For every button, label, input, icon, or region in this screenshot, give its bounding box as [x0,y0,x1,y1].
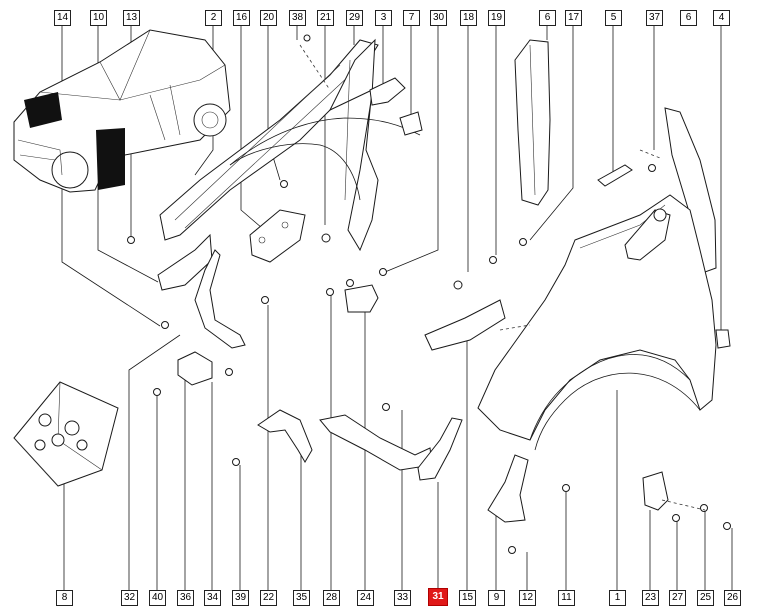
clip-4 [715,329,731,349]
callout-top[interactable]: 18 [460,10,477,26]
callout-bottom[interactable]: 33 [394,590,411,606]
callout-top[interactable]: 29 [346,10,363,26]
trim-5 [597,164,633,187]
callout-bottom[interactable]: 1 [609,590,626,606]
bracket-7 [399,111,423,136]
callout-bottom[interactable]: 12 [519,590,536,606]
callout-top[interactable]: 3 [375,10,392,26]
callout-bottom[interactable]: 26 [724,590,741,606]
bracket-24 [344,284,379,313]
lower-rail-33 [319,414,433,471]
callout-top[interactable]: 6 [680,10,697,26]
callout-top[interactable]: 21 [317,10,334,26]
assembly-hints [299,44,706,511]
callout-bottom[interactable]: 9 [488,590,505,606]
callout-top[interactable]: 6 [539,10,556,26]
wing-inner-bracket [328,38,379,252]
callout-top[interactable]: 38 [289,10,306,26]
callout-bottom[interactable]: 28 [323,590,340,606]
callout-bottom[interactable]: 39 [232,590,249,606]
leader-lines-bottom [63,295,733,590]
bracket-35 [257,409,313,463]
seal-strip-6-right [664,107,717,273]
callout-bottom[interactable]: 23 [642,590,659,606]
callout-bottom[interactable]: 8 [56,590,73,606]
bracket-9 [487,454,529,523]
callout-top[interactable]: 17 [565,10,582,26]
fasteners [127,34,731,554]
callout-bottom[interactable]: 35 [293,590,310,606]
bracket-23 [642,471,669,511]
callout-top[interactable]: 7 [403,10,420,26]
callout-top[interactable]: 13 [123,10,140,26]
callout-bottom[interactable]: 27 [669,590,686,606]
leader-lines-top [61,26,722,330]
bracket-31 [417,417,463,481]
clips-kit-box [13,381,119,487]
clip-36 [177,351,213,386]
bracket-16 [249,209,306,263]
callout-bottom[interactable]: 32 [121,590,138,606]
callout-bottom[interactable]: 24 [357,590,374,606]
front-wing-1 [477,194,717,451]
callout-bottom-selected[interactable]: 31 [428,588,448,606]
callout-top[interactable]: 37 [646,10,663,26]
callout-top[interactable]: 14 [54,10,71,26]
callout-bottom[interactable]: 40 [149,590,166,606]
callout-bottom[interactable]: 15 [459,590,476,606]
callout-top[interactable]: 20 [260,10,277,26]
bracket-3 [369,77,406,106]
callout-bottom[interactable]: 25 [697,590,714,606]
callout-top[interactable]: 4 [713,10,730,26]
bracket-15 [424,299,506,351]
seal-strip-6 [514,39,551,206]
callout-top[interactable]: 19 [488,10,505,26]
strut-32 [194,249,246,349]
callout-top[interactable]: 2 [205,10,222,26]
callout-top[interactable]: 16 [233,10,250,26]
vehicle-overview [13,29,231,193]
callout-bottom[interactable]: 34 [204,590,221,606]
callout-top[interactable]: 30 [430,10,447,26]
callout-top[interactable]: 10 [90,10,107,26]
callout-top[interactable]: 5 [605,10,622,26]
callout-bottom[interactable]: 11 [558,590,575,606]
callout-bottom[interactable]: 36 [177,590,194,606]
wing-outline-left [229,117,421,201]
callout-bottom[interactable]: 22 [260,590,277,606]
